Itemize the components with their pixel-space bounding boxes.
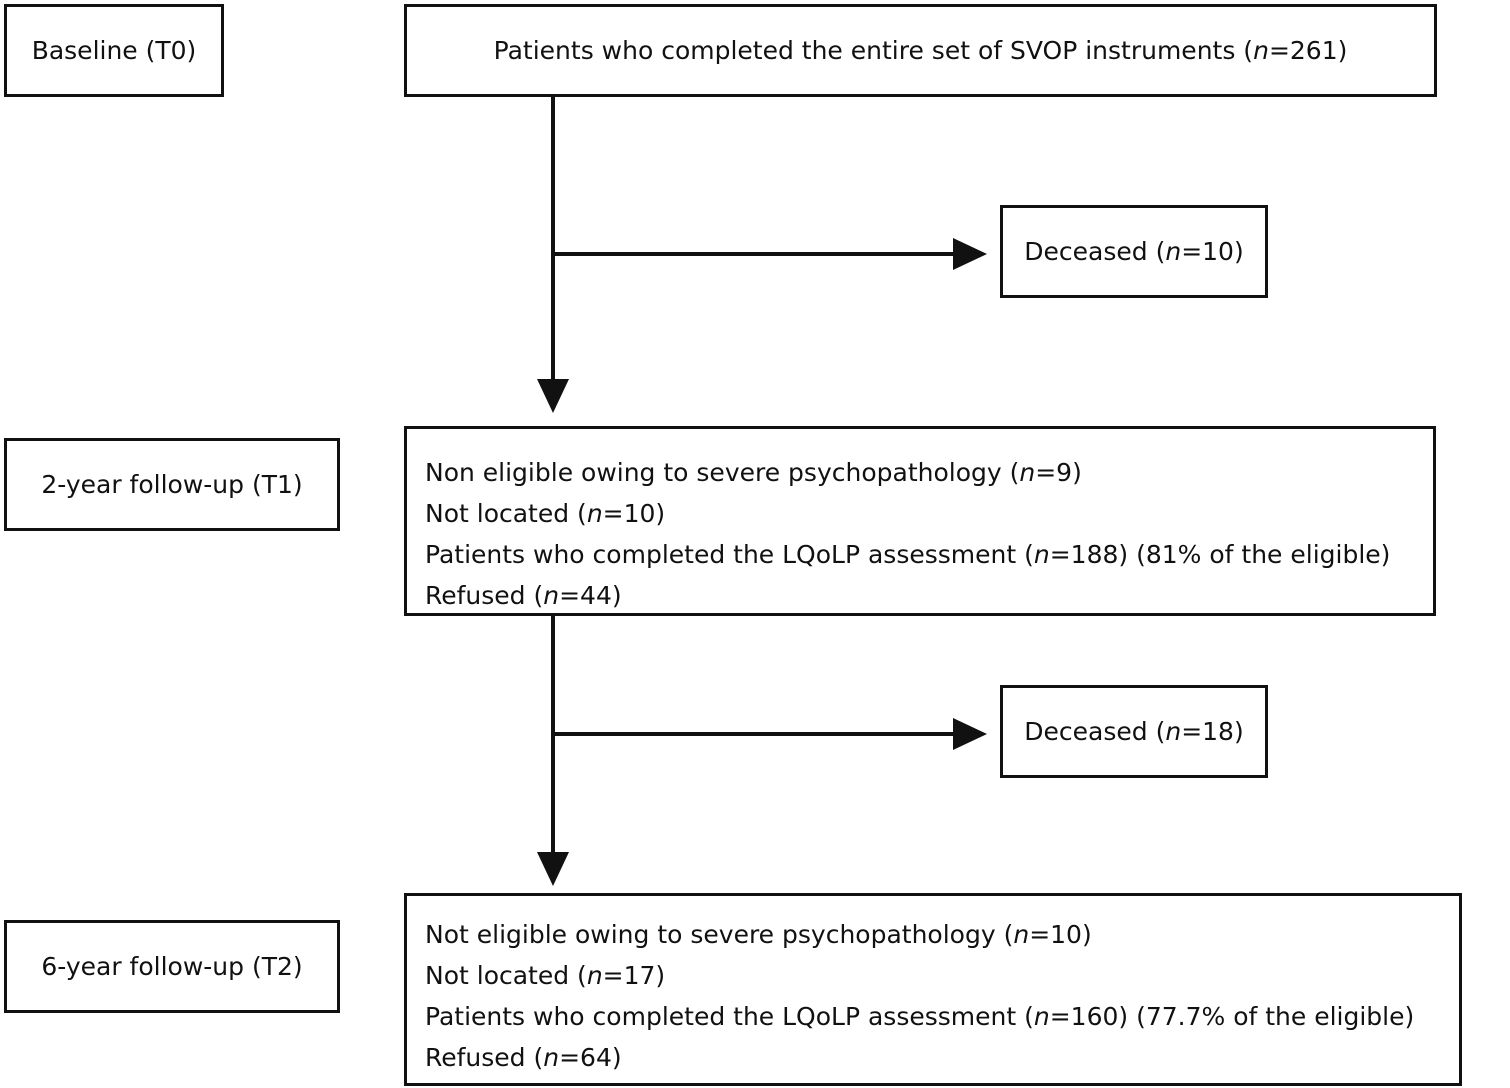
- t1-line-non-eligible: Non eligible owing to severe psychopatho…: [425, 458, 1082, 487]
- stage-label-t1-text: 2-year follow-up (T1): [41, 470, 303, 499]
- t1-outcome-box: Non eligible owing to severe psychopatho…: [404, 426, 1436, 616]
- deceased-text-2: Deceased (n=18): [1024, 717, 1244, 746]
- stage-label-baseline-text: Baseline (T0): [31, 36, 197, 65]
- baseline-cohort-box: Patients who completed the entire set of…: [404, 4, 1437, 97]
- connector-deceased-2-horizontal: [553, 732, 955, 736]
- connector-deceased-1-horizontal: [553, 252, 955, 256]
- t2-line-not-eligible: Not eligible owing to severe psychopatho…: [425, 920, 1092, 949]
- arrow-to-t2: [537, 852, 569, 886]
- t1-line-completed: Patients who completed the LQoLP assessm…: [425, 540, 1391, 569]
- t2-line-refused: Refused (n=64): [425, 1043, 622, 1072]
- arrow-to-deceased-1: [953, 238, 987, 270]
- deceased-box-1: Deceased (n=10): [1000, 205, 1268, 298]
- stage-label-t2: 6-year follow-up (T2): [4, 920, 340, 1013]
- connector-t0-t1-vertical: [551, 97, 555, 381]
- deceased-text-1: Deceased (n=10): [1024, 237, 1244, 266]
- stage-label-baseline: Baseline (T0): [4, 4, 224, 97]
- stage-label-t2-text: 6-year follow-up (T2): [41, 952, 303, 981]
- arrow-to-t1: [537, 379, 569, 413]
- t2-line-completed: Patients who completed the LQoLP assessm…: [425, 1002, 1415, 1031]
- baseline-cohort-text: Patients who completed the entire set of…: [493, 36, 1348, 65]
- t1-line-not-located: Not located (n=10): [425, 499, 666, 528]
- t2-outcome-box: Not eligible owing to severe psychopatho…: [404, 893, 1462, 1086]
- deceased-box-2: Deceased (n=18): [1000, 685, 1268, 778]
- stage-label-t1: 2-year follow-up (T1): [4, 438, 340, 531]
- t2-line-not-located: Not located (n=17): [425, 961, 666, 990]
- arrow-to-deceased-2: [953, 718, 987, 750]
- t1-line-refused: Refused (n=44): [425, 581, 622, 610]
